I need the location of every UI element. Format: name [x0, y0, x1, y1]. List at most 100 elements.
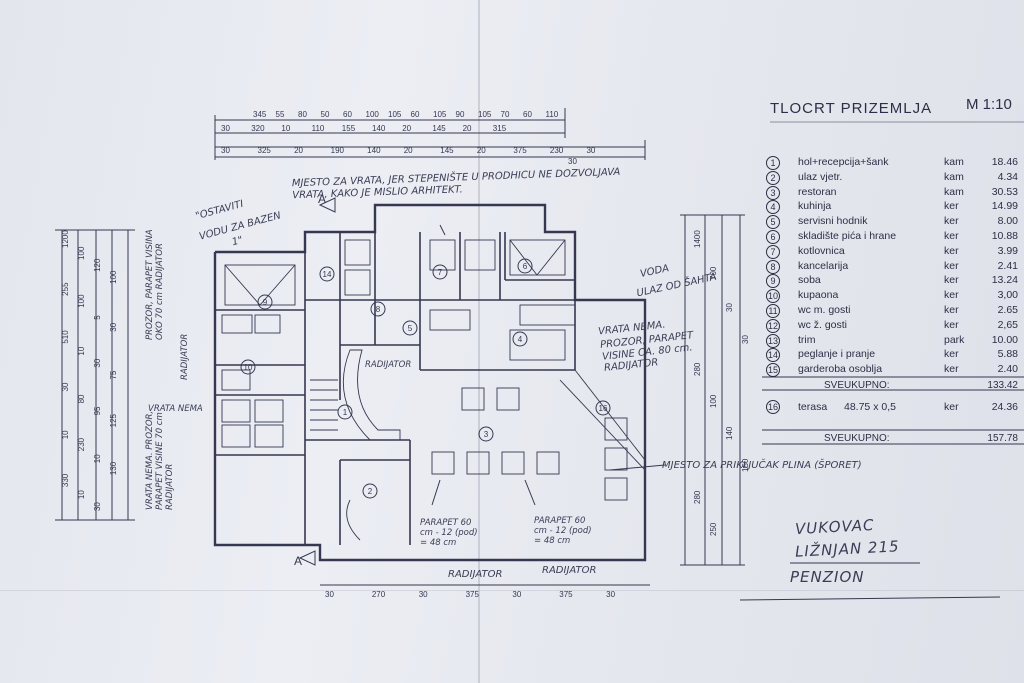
dimension-value: 30: [109, 322, 118, 331]
legend-room-number: 15: [766, 363, 780, 378]
dimension-value: 30: [325, 590, 334, 599]
legend-room-floor: ker: [944, 229, 959, 242]
legend-room-name: kupaona: [798, 289, 839, 302]
legend-room-name: wc m. gosti: [798, 303, 851, 316]
terrace-edge: [574, 369, 646, 461]
legend-room-name: kuhinja: [798, 200, 832, 213]
dimension-value: 100: [77, 294, 86, 308]
dimension-value: 140: [372, 124, 386, 133]
legend-room-number: 2: [766, 170, 780, 185]
grand-total-value: 157.78: [987, 433, 1018, 444]
legend-room-area: 10.88: [991, 229, 1018, 242]
dimension-value: 700: [709, 266, 718, 280]
dimension-value: 30: [61, 382, 70, 391]
section-letters: A A: [294, 192, 326, 568]
terrace-area: 24.36: [991, 401, 1018, 413]
legend-room-area: 10.00: [991, 333, 1018, 346]
dimension-value: 110: [546, 110, 559, 119]
dimension-value: 1200: [61, 230, 70, 248]
dimension-value: 155: [342, 124, 356, 133]
staircase: [310, 379, 338, 431]
dimension-value: 510: [61, 330, 70, 344]
note-parapet-1: PARAPET 60 cm - 12 (pod) = 48 cm: [420, 518, 478, 548]
legend-room-name: skladište pića i hrane: [798, 229, 897, 242]
legend-room-number: 7: [766, 244, 780, 259]
dimension-value: 1400: [693, 230, 702, 248]
room-label-4: 4: [518, 335, 523, 344]
legend-room-floor: kam: [944, 170, 964, 183]
legend-room-name: soba: [798, 274, 821, 287]
dimension-value: 100: [109, 270, 118, 284]
legend-room-number: 11: [766, 303, 780, 318]
legend-room-area: 2.41: [997, 259, 1018, 272]
dimension-value: 70: [501, 110, 510, 119]
dimension-value: 20: [463, 124, 472, 133]
legend-room-number: 3: [766, 185, 780, 200]
dimension-value: 10: [77, 346, 86, 355]
plan-title: TLOCRT PRIZEMLJA: [770, 100, 933, 117]
legend-room-name: servisni hodnik: [798, 215, 868, 228]
terrace-floor: ker: [944, 401, 959, 413]
legend-room-name: hol+recepcija+šank: [798, 156, 889, 168]
dimension-value: 105: [388, 110, 402, 119]
address-underline-2: [739, 596, 1001, 601]
dimension-value: 100: [77, 246, 86, 260]
legend-room-area: 14.99: [991, 200, 1018, 213]
dimension-value: 190: [331, 146, 345, 155]
bar-counter: [342, 349, 401, 441]
legend-room-floor: ker: [944, 289, 959, 302]
dimension-value: 140: [367, 146, 381, 155]
terrace-number: 16: [766, 400, 780, 414]
room-label-14: 14: [323, 270, 332, 279]
dimension-value: 315: [493, 124, 507, 133]
entry-curve: [346, 499, 361, 541]
legend-room-floor: ker: [944, 348, 959, 361]
legend-room-floor: ker: [944, 259, 959, 272]
legend-room-number: 14: [766, 348, 780, 363]
legend-room-name: garderoba osoblja: [798, 363, 883, 376]
legend-room-area: 8.00: [997, 215, 1018, 228]
legend-room-number: 1: [766, 156, 780, 170]
dimension-value: 130: [109, 461, 118, 475]
dimension-value: 230: [550, 146, 564, 155]
room-label-7: 7: [438, 268, 443, 277]
legend-room-area: 3,00: [997, 289, 1018, 302]
dimension-value: 255: [61, 282, 70, 296]
dimension-value: 280: [693, 490, 702, 504]
subtotal-label: SVEUKUPNO:: [824, 380, 890, 391]
section-arrow-bottom: [298, 550, 316, 566]
legend-room-name: peglanje i pranje: [798, 348, 876, 361]
dimension-value: 250: [709, 522, 718, 536]
room-label-3: 3: [484, 430, 489, 439]
dimension-value: 345: [253, 110, 267, 119]
paper-fold: [478, 0, 480, 683]
dimension-value: 30: [93, 502, 102, 511]
dimension-value: 330: [61, 473, 70, 487]
dimension-value: 5: [93, 315, 102, 320]
legend-room-name: kancelarija: [798, 259, 849, 272]
legend-room-area: 3.99: [997, 244, 1018, 257]
dimension-value: 10: [61, 430, 70, 439]
paper-fold-horizontal: [0, 590, 1024, 591]
legend-room-floor: ker: [944, 244, 959, 257]
legend-room-area: 2,65: [997, 318, 1018, 331]
dimension-value: 125: [109, 413, 118, 427]
legend-room-floor: kam: [944, 156, 964, 168]
legend-room-area: 30.53: [991, 185, 1018, 198]
dimension-value: 30: [586, 146, 595, 155]
legend-room-name: restoran: [798, 185, 837, 198]
room-label-5: 5: [408, 324, 413, 333]
legend-room-name: ulaz vjetr.: [798, 170, 843, 183]
dimension-value: 20: [404, 146, 413, 155]
dimension-value: 270: [372, 590, 386, 599]
